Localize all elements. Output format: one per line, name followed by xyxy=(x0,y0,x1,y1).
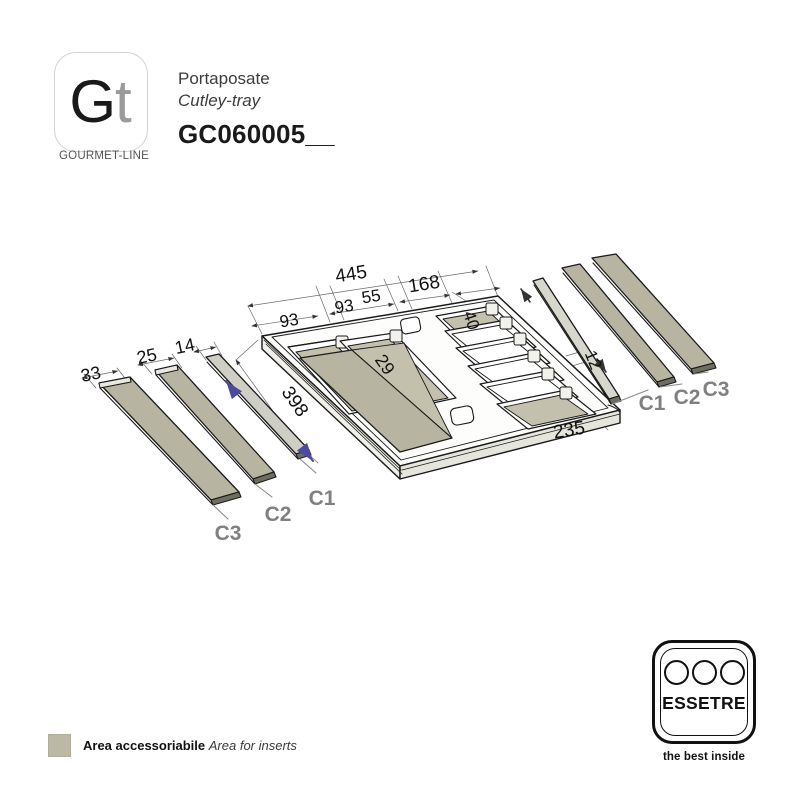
dim-strip-c2-width: 25 xyxy=(135,344,159,368)
label-left-c3: C3 xyxy=(215,522,242,545)
slot-6 xyxy=(496,386,597,430)
dim-seg2: 93 xyxy=(333,296,355,318)
product-code: GC060005__ xyxy=(178,118,335,149)
dim-strip-c3-width: 33 xyxy=(79,362,103,386)
label-left-c1: C1 xyxy=(309,487,336,510)
strip-right-c3 xyxy=(591,253,717,375)
legend-text: Area accessoriabile Area for inserts xyxy=(83,738,297,753)
cutlery-tray-body xyxy=(261,295,621,480)
label-leaders xyxy=(212,371,709,520)
compartment-block-right xyxy=(399,302,597,430)
strip-left-c2 xyxy=(154,364,277,485)
circle-icon-1 xyxy=(663,660,689,685)
compartment-long-3 xyxy=(299,342,453,453)
essetre-frame: ESSETRE xyxy=(652,640,756,744)
dim-seg1: 93 xyxy=(278,310,300,332)
essetre-logo: ESSETRE the best inside xyxy=(652,640,767,763)
dim-445: 445 xyxy=(334,262,369,288)
small-recess xyxy=(399,316,422,335)
assembly-arrow-right xyxy=(520,288,607,373)
dim-seg3: 55 xyxy=(360,286,382,308)
essetre-circles xyxy=(655,660,753,685)
legend-swatch xyxy=(48,734,71,757)
logo-rounded-frame xyxy=(54,52,148,152)
dim-235: 235 xyxy=(552,418,587,444)
dim-strip-c1-width: 14 xyxy=(173,334,197,358)
product-title-en: Cutley-tray xyxy=(178,91,261,111)
strip-right-c2 xyxy=(561,263,677,388)
logo-letter-g: G xyxy=(69,68,116,135)
legend: Area accessoriabile Area for inserts xyxy=(48,734,297,757)
strip-group-left xyxy=(98,353,314,506)
component-labels: C3 C2 C1 C1 C2 C3 xyxy=(215,378,730,545)
label-right-c3: C3 xyxy=(703,378,730,401)
small-recess-bottom xyxy=(449,405,475,426)
circle-icon-2 xyxy=(691,660,717,685)
circle-icon-3 xyxy=(719,660,745,685)
logo-caption: GOURMET-LINE xyxy=(59,150,149,162)
essetre-name: ESSETRE xyxy=(662,693,746,713)
essetre-inner-frame xyxy=(660,648,748,736)
label-right-c1: C1 xyxy=(639,392,666,415)
logo-letter-t: t xyxy=(115,68,132,135)
essetre-tagline: the best inside xyxy=(662,751,746,763)
assembly-arrow-left xyxy=(225,380,314,462)
legend-label-it: Area accessoriabile xyxy=(83,738,206,753)
label-right-c2: C2 xyxy=(674,386,701,409)
dim-seg4: 168 xyxy=(407,272,442,298)
dim-40: 40 xyxy=(459,308,483,332)
legend-label-en: Area for inserts xyxy=(208,738,297,753)
label-left-c2: C2 xyxy=(265,503,292,526)
product-title-it: Portaposate xyxy=(178,69,270,88)
strip-group-right xyxy=(520,253,717,405)
strip-left-c3 xyxy=(98,376,242,506)
title-block: Portaposate Cutley-tray GC060005__ xyxy=(178,50,335,150)
